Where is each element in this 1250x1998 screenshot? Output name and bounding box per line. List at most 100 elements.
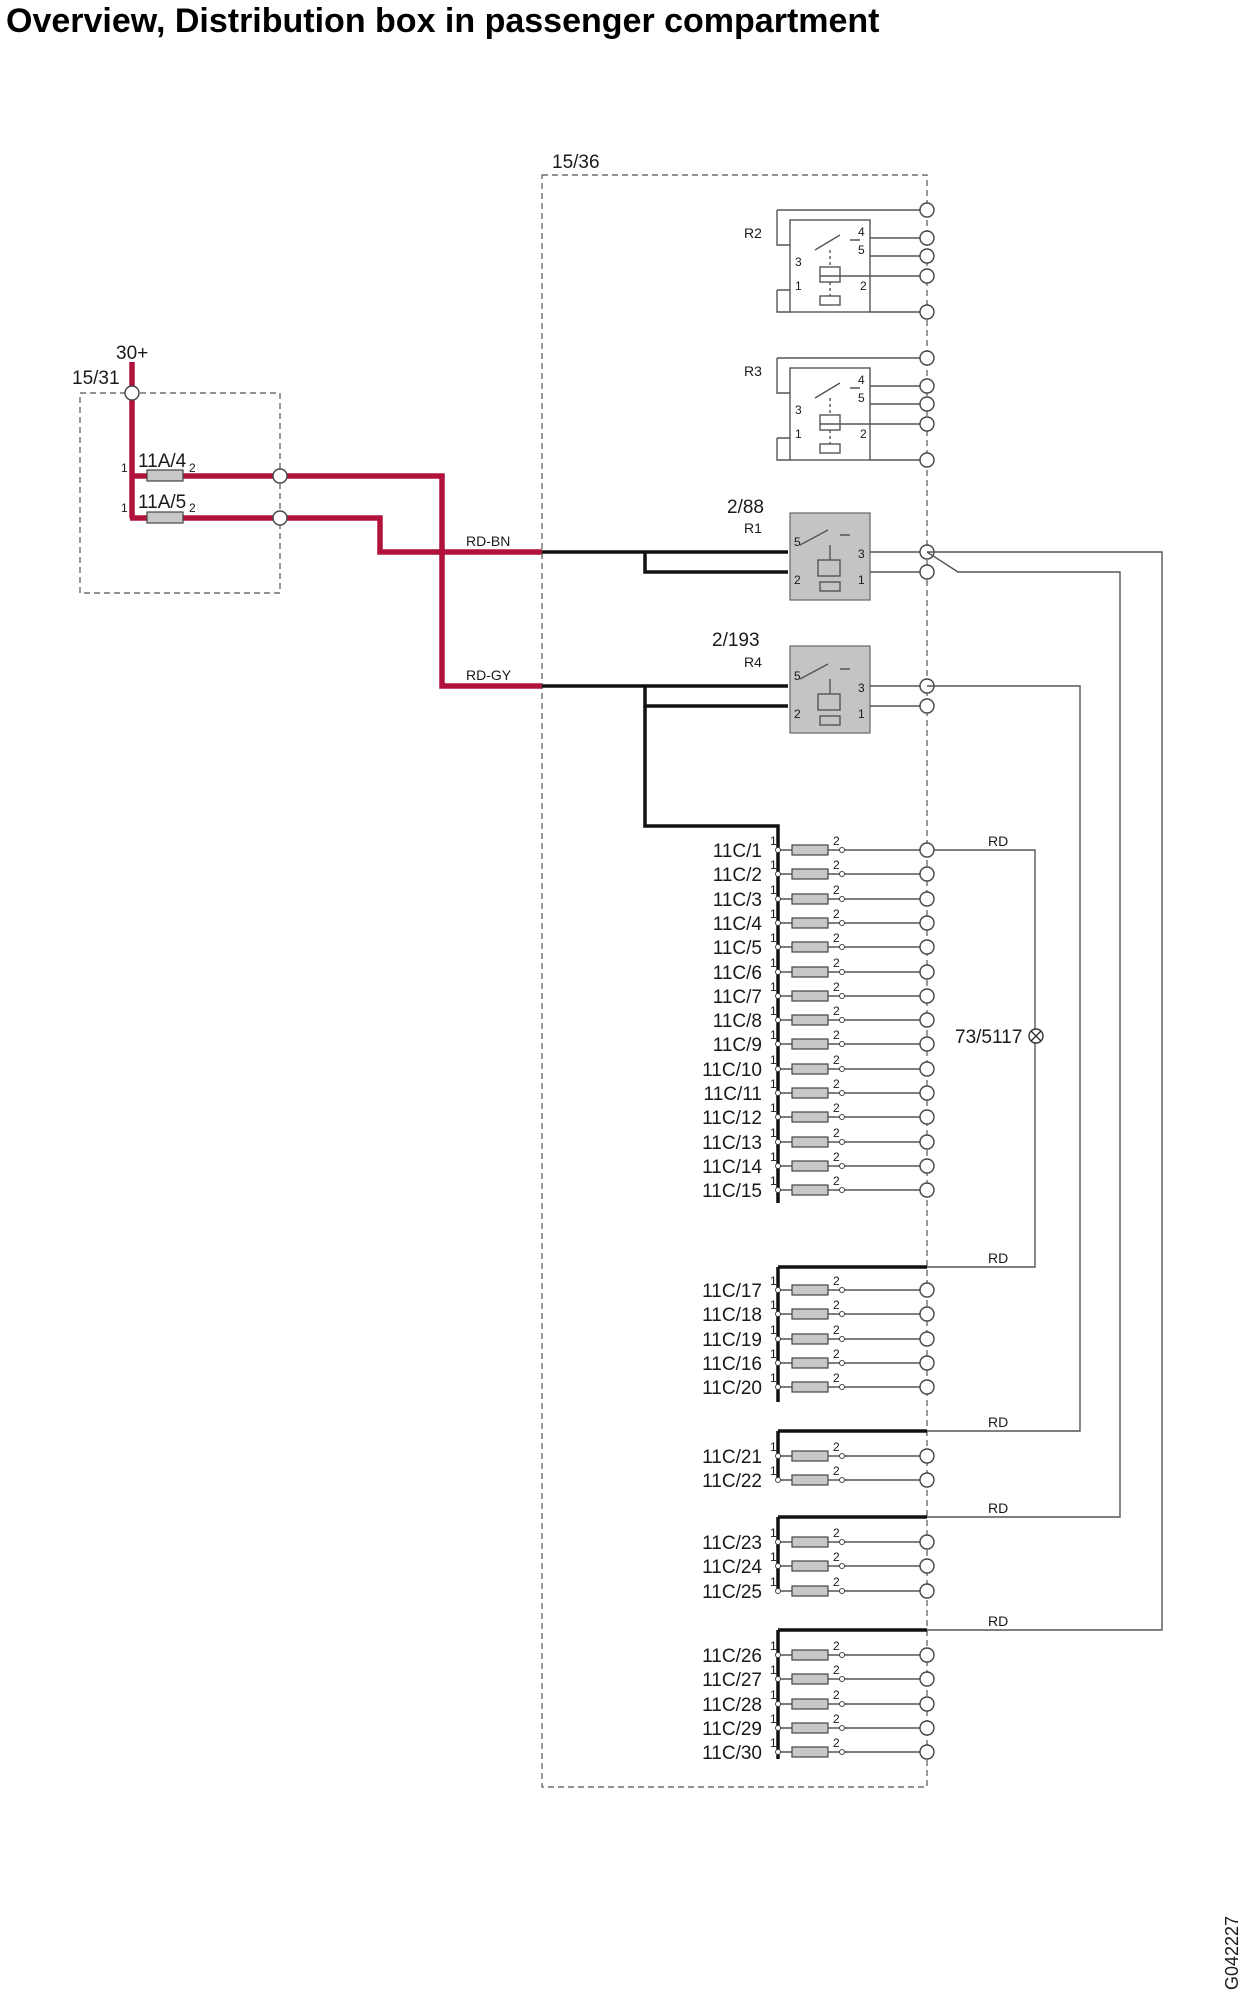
fuse-label: 11C/20 bbox=[702, 1378, 762, 1399]
wire-rd-label: RD bbox=[988, 833, 1008, 849]
pin-label: 2 bbox=[833, 1298, 840, 1312]
fuse-body bbox=[791, 1450, 829, 1462]
fuse-body bbox=[791, 990, 829, 1002]
pin-label: 1 bbox=[121, 461, 128, 475]
fuse-label: 11C/23 bbox=[702, 1533, 762, 1554]
terminal bbox=[919, 698, 935, 714]
terminal bbox=[919, 1355, 935, 1371]
terminal bbox=[919, 1282, 935, 1298]
fuse-11a-5-label: 11A/5 bbox=[138, 492, 186, 513]
terminal bbox=[272, 468, 288, 484]
fuse-label: 11C/10 bbox=[702, 1060, 762, 1081]
pin-label: 1 bbox=[770, 1298, 777, 1312]
pin-label: 1 bbox=[770, 1639, 777, 1653]
fuse-label: 11C/1 bbox=[713, 841, 762, 862]
fuse-label: 11C/2 bbox=[713, 865, 762, 886]
fuse-11a-4: 11A/4 1 2 bbox=[121, 451, 196, 482]
fuse-body bbox=[791, 1357, 829, 1369]
pin-label: 2 bbox=[833, 858, 840, 872]
pin-label: 2 bbox=[189, 501, 196, 515]
pin-label: 1 bbox=[770, 1464, 777, 1478]
pin-label: 3 bbox=[858, 681, 865, 695]
relay-r1-label: R1 bbox=[744, 520, 762, 536]
pin-label: 2 bbox=[833, 956, 840, 970]
fuse-row: 1 2 11C/2 bbox=[713, 858, 935, 886]
pin-label: 2 bbox=[833, 980, 840, 994]
terminal bbox=[919, 230, 935, 246]
pin-label: 1 bbox=[770, 1077, 777, 1091]
pin-label: 2 bbox=[833, 834, 840, 848]
relay-r1-ref: 2/88 bbox=[727, 497, 764, 518]
pin-label: 1 bbox=[770, 1028, 777, 1042]
fuse-body bbox=[791, 1585, 829, 1597]
pin-label: 2 bbox=[833, 1150, 840, 1164]
terminal bbox=[919, 915, 935, 931]
terminal bbox=[919, 1012, 935, 1028]
terminal bbox=[919, 1182, 935, 1198]
terminal bbox=[919, 1158, 935, 1174]
pin-label: 2 bbox=[833, 1371, 840, 1385]
pin-label: 2 bbox=[189, 461, 196, 475]
pin-label: 2 bbox=[833, 1174, 840, 1188]
pin-label: 2 bbox=[794, 707, 801, 721]
pin-label: 1 bbox=[770, 980, 777, 994]
fuse-label: 11C/8 bbox=[713, 1011, 762, 1032]
pin-label: 2 bbox=[833, 1575, 840, 1589]
terminal bbox=[919, 939, 935, 955]
pin-label: 1 bbox=[770, 1126, 777, 1140]
pin-label: 2 bbox=[833, 1274, 840, 1288]
pin-label: 1 bbox=[795, 279, 802, 293]
fuse-body bbox=[791, 917, 829, 929]
fuse-body bbox=[791, 1087, 829, 1099]
fuse-body bbox=[791, 1063, 829, 1075]
lamp-73-5117: 73/5117 bbox=[955, 1027, 1044, 1048]
pin-label: 2 bbox=[833, 1712, 840, 1726]
fuse-body bbox=[791, 1474, 829, 1486]
fuse-body bbox=[791, 1184, 829, 1196]
fuse-label: 11C/27 bbox=[702, 1670, 762, 1691]
pin-label: 1 bbox=[770, 1053, 777, 1067]
pin-label: 4 bbox=[858, 373, 865, 387]
lamp-icon bbox=[1028, 1028, 1044, 1044]
pin-label: 2 bbox=[833, 907, 840, 921]
pin-label: 1 bbox=[770, 1688, 777, 1702]
terminal bbox=[919, 396, 935, 412]
pin-label: 2 bbox=[860, 279, 867, 293]
fuse-label: 11C/7 bbox=[713, 987, 762, 1008]
pin-label: 1 bbox=[770, 1347, 777, 1361]
pin-label: 5 bbox=[794, 669, 801, 683]
supply-30-label: 30+ bbox=[116, 343, 148, 364]
terminal bbox=[919, 1134, 935, 1150]
pin-label: 2 bbox=[833, 1639, 840, 1653]
pin-label: 1 bbox=[770, 883, 777, 897]
pin-label: 1 bbox=[770, 858, 777, 872]
terminal bbox=[919, 1109, 935, 1125]
fuse-body bbox=[791, 893, 829, 905]
pin-label: 5 bbox=[858, 243, 865, 257]
fuse-label: 11C/28 bbox=[702, 1695, 762, 1716]
fuse-11a-5: 11A/5 1 2 bbox=[121, 492, 196, 524]
fuse-label: 11C/29 bbox=[702, 1719, 762, 1740]
pin-label: 2 bbox=[833, 1736, 840, 1750]
fuse-body bbox=[791, 1014, 829, 1026]
terminal bbox=[919, 416, 935, 432]
fuse-body bbox=[791, 868, 829, 880]
terminal bbox=[919, 1696, 935, 1712]
terminal bbox=[919, 248, 935, 264]
feed-wiring bbox=[542, 550, 927, 1759]
pin-label: 1 bbox=[770, 1371, 777, 1385]
fuse-label: 11C/9 bbox=[713, 1035, 762, 1056]
wire-rd-label: RD bbox=[988, 1500, 1008, 1516]
